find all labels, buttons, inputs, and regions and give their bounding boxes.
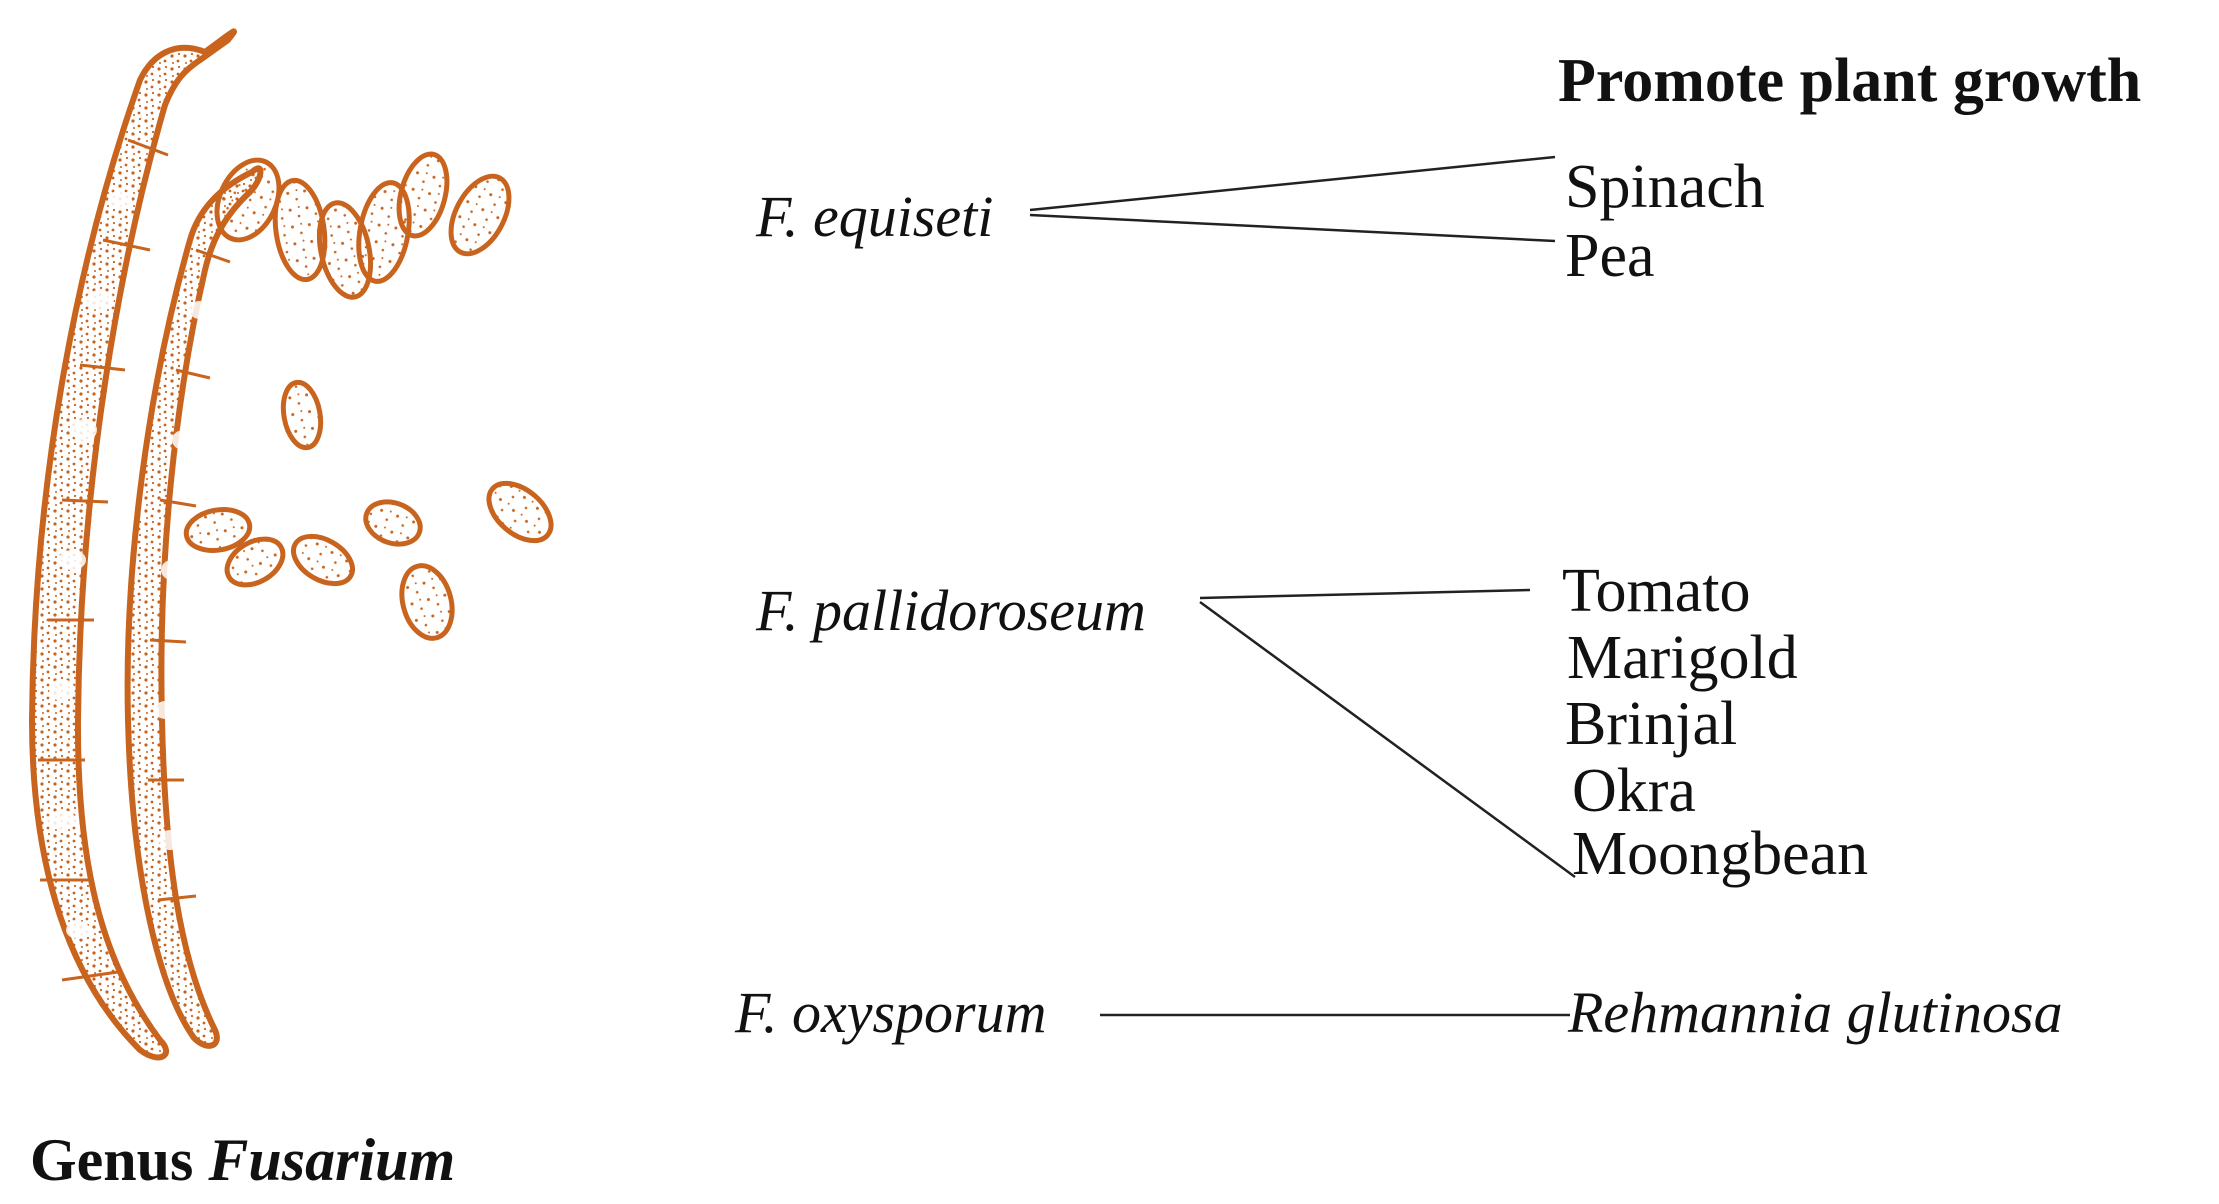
macroconidium-long <box>29 28 237 1061</box>
diagram-title: Promote plant growth <box>1558 47 2142 115</box>
genus-caption: Genus Fusarium <box>30 1130 455 1190</box>
species-label-pallidoroseum: F. pallidoroseum <box>756 578 1146 643</box>
plant-brinjal: Brinjal <box>1565 690 1738 758</box>
species-label-oxysporum: F. oxysporum <box>735 980 1047 1045</box>
plant-tomato: Tomato <box>1562 557 1751 625</box>
connector-pallidoroseum-tomato <box>1199 588 1531 600</box>
plant-okra: Okra <box>1572 757 1696 825</box>
plant-marigold: Marigold <box>1567 624 1798 692</box>
macroconidium-short <box>124 165 264 1049</box>
plant-spinach: Spinach <box>1565 153 1765 221</box>
connector-pallidoroseum-moongbean <box>1199 600 1576 879</box>
genus-caption-name: Fusarium <box>208 1127 456 1193</box>
species-label-equiseti: F. equiseti <box>756 184 994 249</box>
connector-equiseti-pea <box>1029 213 1556 243</box>
conidia-cluster <box>214 151 512 300</box>
fusarium-illustration <box>29 28 554 1061</box>
plant-pea: Pea <box>1565 222 1655 290</box>
microconidia <box>183 379 554 641</box>
genus-caption-prefix: Genus <box>30 1127 194 1193</box>
plant-moongbean: Moongbean <box>1572 820 1869 888</box>
plant-rehmannia-glutinosa: Rehmannia glutinosa <box>1568 980 2063 1045</box>
connector-equiseti-spinach <box>1029 155 1556 212</box>
